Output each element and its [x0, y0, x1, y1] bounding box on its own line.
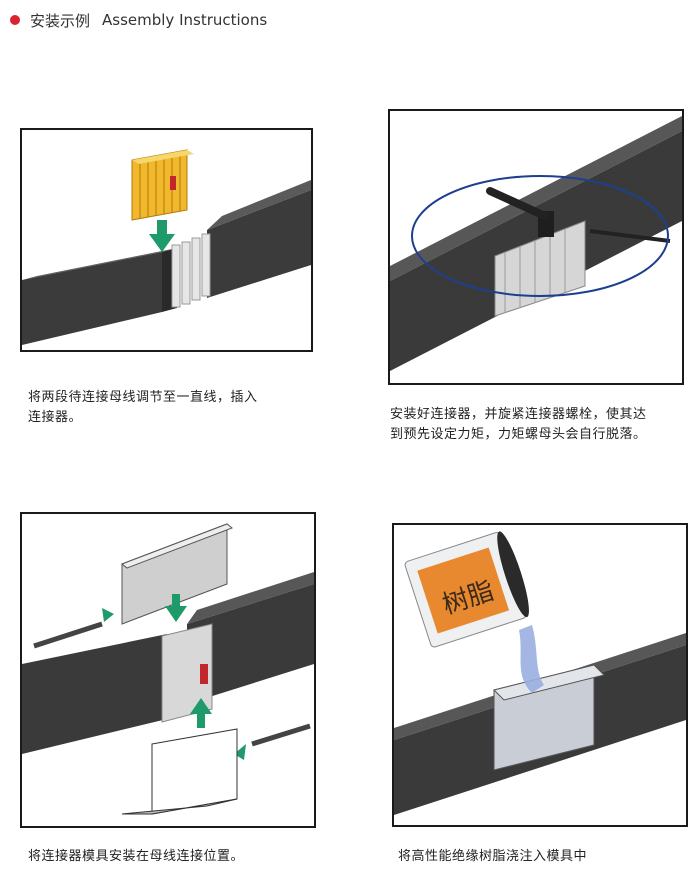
step-1-drawing [22, 149, 311, 345]
step-3-drawing [22, 523, 314, 815]
step-2-caption: 安装好连接器，并旋紧连接器螺栓，使其达 到预先设定力矩，力矩螺母头会自行脱落。 [390, 407, 647, 442]
section-header: 安装示例 Assembly Instructions [10, 8, 267, 32]
step-4-illustration: 树脂 [392, 523, 688, 827]
step-1-illustration [20, 128, 313, 352]
step-3-illustration [20, 512, 316, 828]
step-1-caption: 将两段待连接母线调节至一直线，插入 连接器。 [28, 390, 258, 425]
step-4-caption: 将高性能绝缘树脂浇注入模具中 [398, 849, 588, 864]
red-bullet-icon [10, 15, 20, 25]
header-title-cn: 安装示例 [30, 11, 91, 30]
step-2-drawing [390, 116, 682, 371]
step-2-illustration [388, 109, 684, 385]
step-3-caption: 将连接器模具安装在母线连接位置。 [28, 849, 245, 864]
step-4-drawing: 树脂 [394, 531, 686, 815]
header-title-en: Assembly Instructions [102, 11, 268, 29]
